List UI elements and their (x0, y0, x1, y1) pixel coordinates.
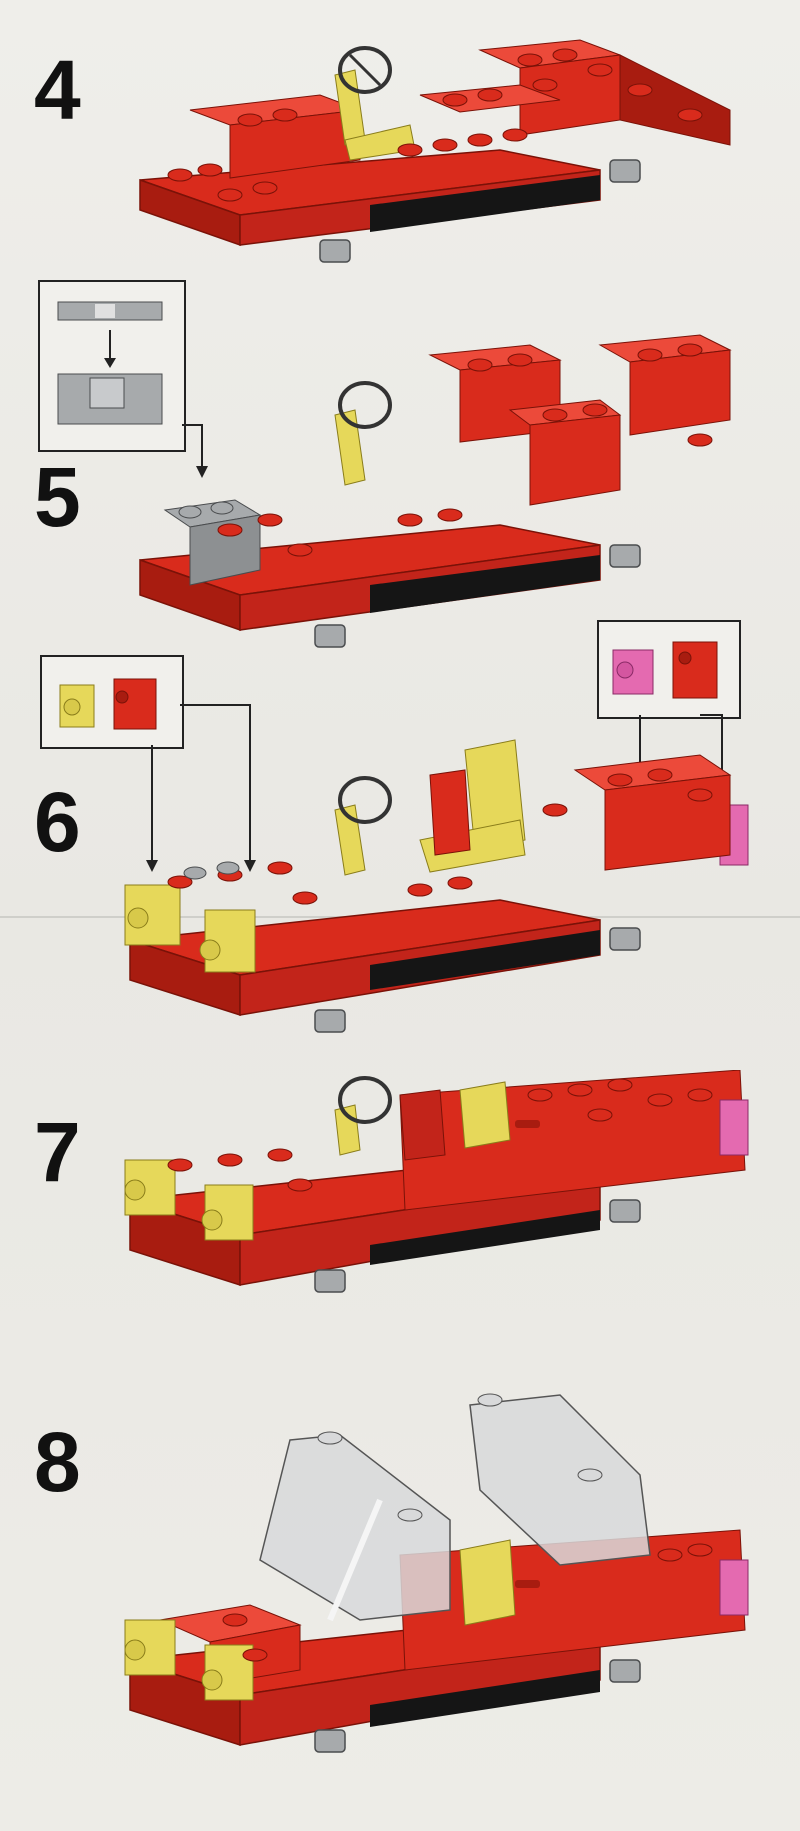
step-number: 5 (34, 450, 81, 544)
step-6-chassis-illustration (124, 739, 749, 1033)
step-5-part-callout (38, 280, 186, 452)
step-7: 7 (0, 1070, 800, 1370)
pink-and-red-bricks (612, 641, 718, 699)
step-number: 7 (34, 1105, 81, 1199)
yellow-and-red-bricks (59, 678, 157, 730)
step-8: 8 (0, 1380, 800, 1831)
step-5: 5 (0, 270, 800, 670)
step-6-left-part-callout (40, 655, 184, 749)
step-6: 6 (0, 610, 800, 1070)
step-7-car-body-illustration (124, 1070, 749, 1293)
step-4: 4 (0, 0, 800, 280)
step-5-chassis-illustration (139, 334, 732, 648)
step-number: 6 (34, 775, 81, 869)
step-4-chassis-illustration (139, 39, 731, 263)
step-number: 8 (34, 1415, 81, 1509)
gray-grille-parts (57, 301, 163, 425)
step-8-car-with-windshields-illustration (124, 1393, 749, 1753)
step-6-right-part-callout (597, 620, 741, 719)
step-number: 4 (34, 43, 81, 137)
